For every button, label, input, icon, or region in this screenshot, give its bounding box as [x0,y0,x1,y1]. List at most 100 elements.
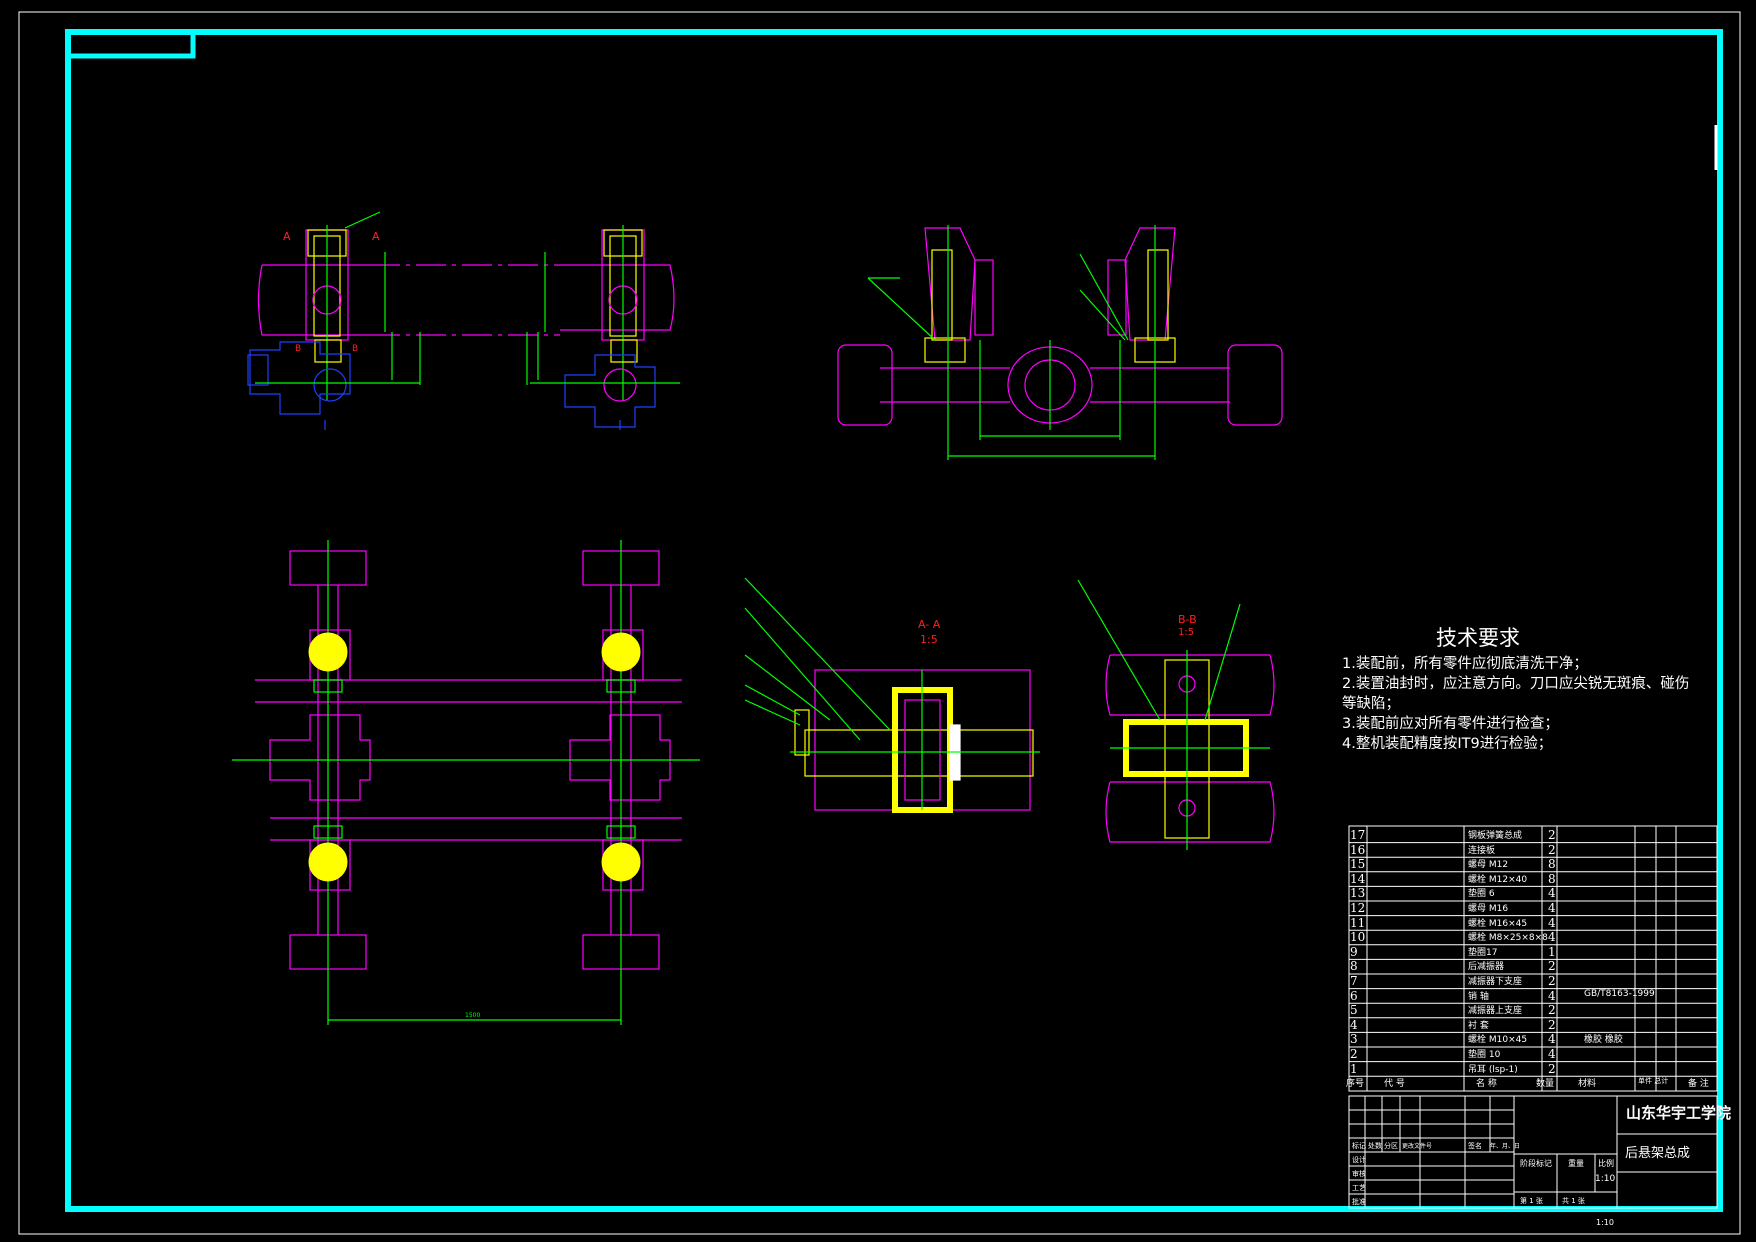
bom-header-qty: 数量 [1536,1079,1555,1089]
section-bb-label: B-B [1178,613,1197,626]
bom-row-name: 销 轴 [1468,991,1489,1002]
bom-row-qty: 2 [1548,974,1556,988]
tb-weight-label: 重量 [1568,1159,1584,1168]
bom-header-weight: 单件 总计 [1638,1077,1669,1085]
bom-row-qty: 4 [1548,901,1556,915]
bom-row-name: 螺母 M16 [1468,904,1509,914]
bom-header-name: 名 称 [1476,1079,1497,1089]
bom-row-number: 7 [1350,974,1358,988]
bom-row-qty: 4 [1548,930,1556,945]
tb-zone-label: 分区 [1384,1142,1398,1150]
tech-requirement-1: 1.装配前，所有零件应彻底清洗干净； [1342,656,1588,672]
tb-sign-label: 签名 [1468,1142,1482,1150]
bom-row-number: 6 [1350,988,1358,1003]
tb-craft-label: 工艺 [1352,1184,1366,1192]
tb-scale-label: 比例 [1598,1159,1614,1168]
bom-row-number: 14 [1350,871,1366,886]
tb-design-label: 设计 [1352,1156,1366,1164]
dim-1500-plan: 1500 [465,1012,480,1019]
bom-row-name: 螺母 M12 [1468,860,1509,871]
bom-row-number: 12 [1350,901,1366,915]
bom-header-mat: 材料 [1578,1079,1597,1089]
title-block-grid [1348,1095,1718,1209]
bom-row-name: 衬 套 [1468,1020,1489,1031]
bom-row-qty: 2 [1548,842,1556,857]
drawing-frame [65,29,1723,1212]
school-name: 山东华宇工学院 [1626,1104,1732,1122]
bom-row-number: 17 [1350,828,1366,842]
bom-row-number: 16 [1350,842,1366,857]
tech-requirement-2b: 等缺陷； [1342,696,1400,712]
bom-row-number: 9 [1350,944,1358,959]
section-aa-label: A- A [918,618,941,631]
bom-row-number: 13 [1350,886,1366,901]
tb-mark-label: 标记 [1352,1142,1366,1150]
frame-corner-box [68,32,196,59]
bom-row-number: 15 [1350,857,1366,872]
tb-sheet-label: 第 1 张 [1520,1197,1543,1205]
bom-row-qty: 4 [1548,886,1556,901]
tech-requirement-4: 4.整机装配精度按IT9进行检验； [1342,736,1553,752]
drawing-scale: 1:10 [1595,1174,1616,1184]
bom-row-qty: 2 [1548,1003,1556,1018]
outer-border [18,11,1741,1235]
bom-row-qty: 2 [1548,1017,1556,1032]
tb-stage-label: 阶段标记 [1520,1159,1552,1168]
bom-row-qty: 2 [1548,828,1556,842]
bom-row-lines [1349,842,1717,1077]
bom-row-name: 螺栓 M10×45 [1468,1035,1528,1046]
tech-requirement-2: 2.装置油封时，应注意方向。刀口应尖锐无斑痕、碰伤 [1342,676,1690,692]
bom-row-number: 5 [1350,1003,1358,1018]
bom-row-name: 吊耳 (lsp-1) [1468,1064,1518,1075]
bom-row-qty: 4 [1548,988,1556,1003]
bom-row-qty: 1 [1548,944,1556,959]
plan-view-yellow-hubs [308,632,641,882]
bom-row-qty: 2 [1548,1061,1556,1076]
section-bb [1077,579,1275,850]
section-aa [744,577,1040,813]
tb-date-label: 年、月、日 [1490,1143,1521,1150]
bom-row-qty: 8 [1548,857,1556,872]
tech-requirement-3: 3.装配前应对所有零件进行检查； [1342,716,1559,732]
bom-row-number: 10 [1350,930,1366,945]
bom-row-number: 4 [1350,1017,1358,1032]
bom-row-name: 钢板弹簧总成 [1468,831,1523,841]
bom-row-name: 连接板 [1468,845,1496,856]
bom-row-material: GB/T8163-1999 [1584,988,1655,999]
bom-row-name: 减振器下支座 [1468,977,1523,987]
bom-row-qty: 4 [1548,1047,1556,1061]
bom-header-note: 备 注 [1688,1079,1709,1089]
bom-row-number: 8 [1350,959,1358,974]
bom-row-name: 垫圈17 [1468,947,1498,958]
bom-header-code: 代 号 [1384,1079,1405,1089]
tb-docno-label: 更改文件号 [1402,1143,1433,1150]
section-aa-scale: 1:5 [920,633,938,646]
bom-row-name: 减振器上支座 [1468,1006,1523,1017]
bom-row-qty: 4 [1548,1032,1556,1047]
bom-row-number: 11 [1350,915,1366,930]
bom-row-number: 1 [1350,1061,1358,1076]
tb-check-label: 审核 [1352,1170,1366,1178]
plan-view [232,540,700,1025]
bom-row-name: 后减振器 [1468,962,1505,973]
section-letter-b2: B [352,344,358,354]
tech-requirements-title: 技术要求 [1436,626,1520,650]
section-letter-a2: A [372,230,380,243]
bom-row-name: 垫圈 10 [1468,1050,1501,1060]
section-letter-b1: B [295,344,301,354]
bom-row-name: 螺栓 M12×40 [1468,874,1528,885]
tb-sheet-total: 共 1 张 [1562,1197,1585,1205]
bom-table-grid [1348,825,1718,1092]
bom-row-name: 垫圈 6 [1468,889,1495,900]
bom-row-number: 2 [1350,1047,1358,1061]
rear-view [837,225,1283,460]
tb-approve-label: 批准 [1352,1198,1366,1206]
bom-row-number: 3 [1350,1032,1358,1047]
footer-scale: 1:10 [1596,1218,1614,1227]
section-bb-scale: 1:5 [1178,627,1194,638]
bom-row-name: 螺栓 M8×25×8×8 [1468,933,1548,944]
bom-row-name: 螺栓 M16×45 [1468,918,1528,929]
bom-header-no: 序号 [1346,1079,1365,1089]
section-letter-a1: A [283,230,291,243]
